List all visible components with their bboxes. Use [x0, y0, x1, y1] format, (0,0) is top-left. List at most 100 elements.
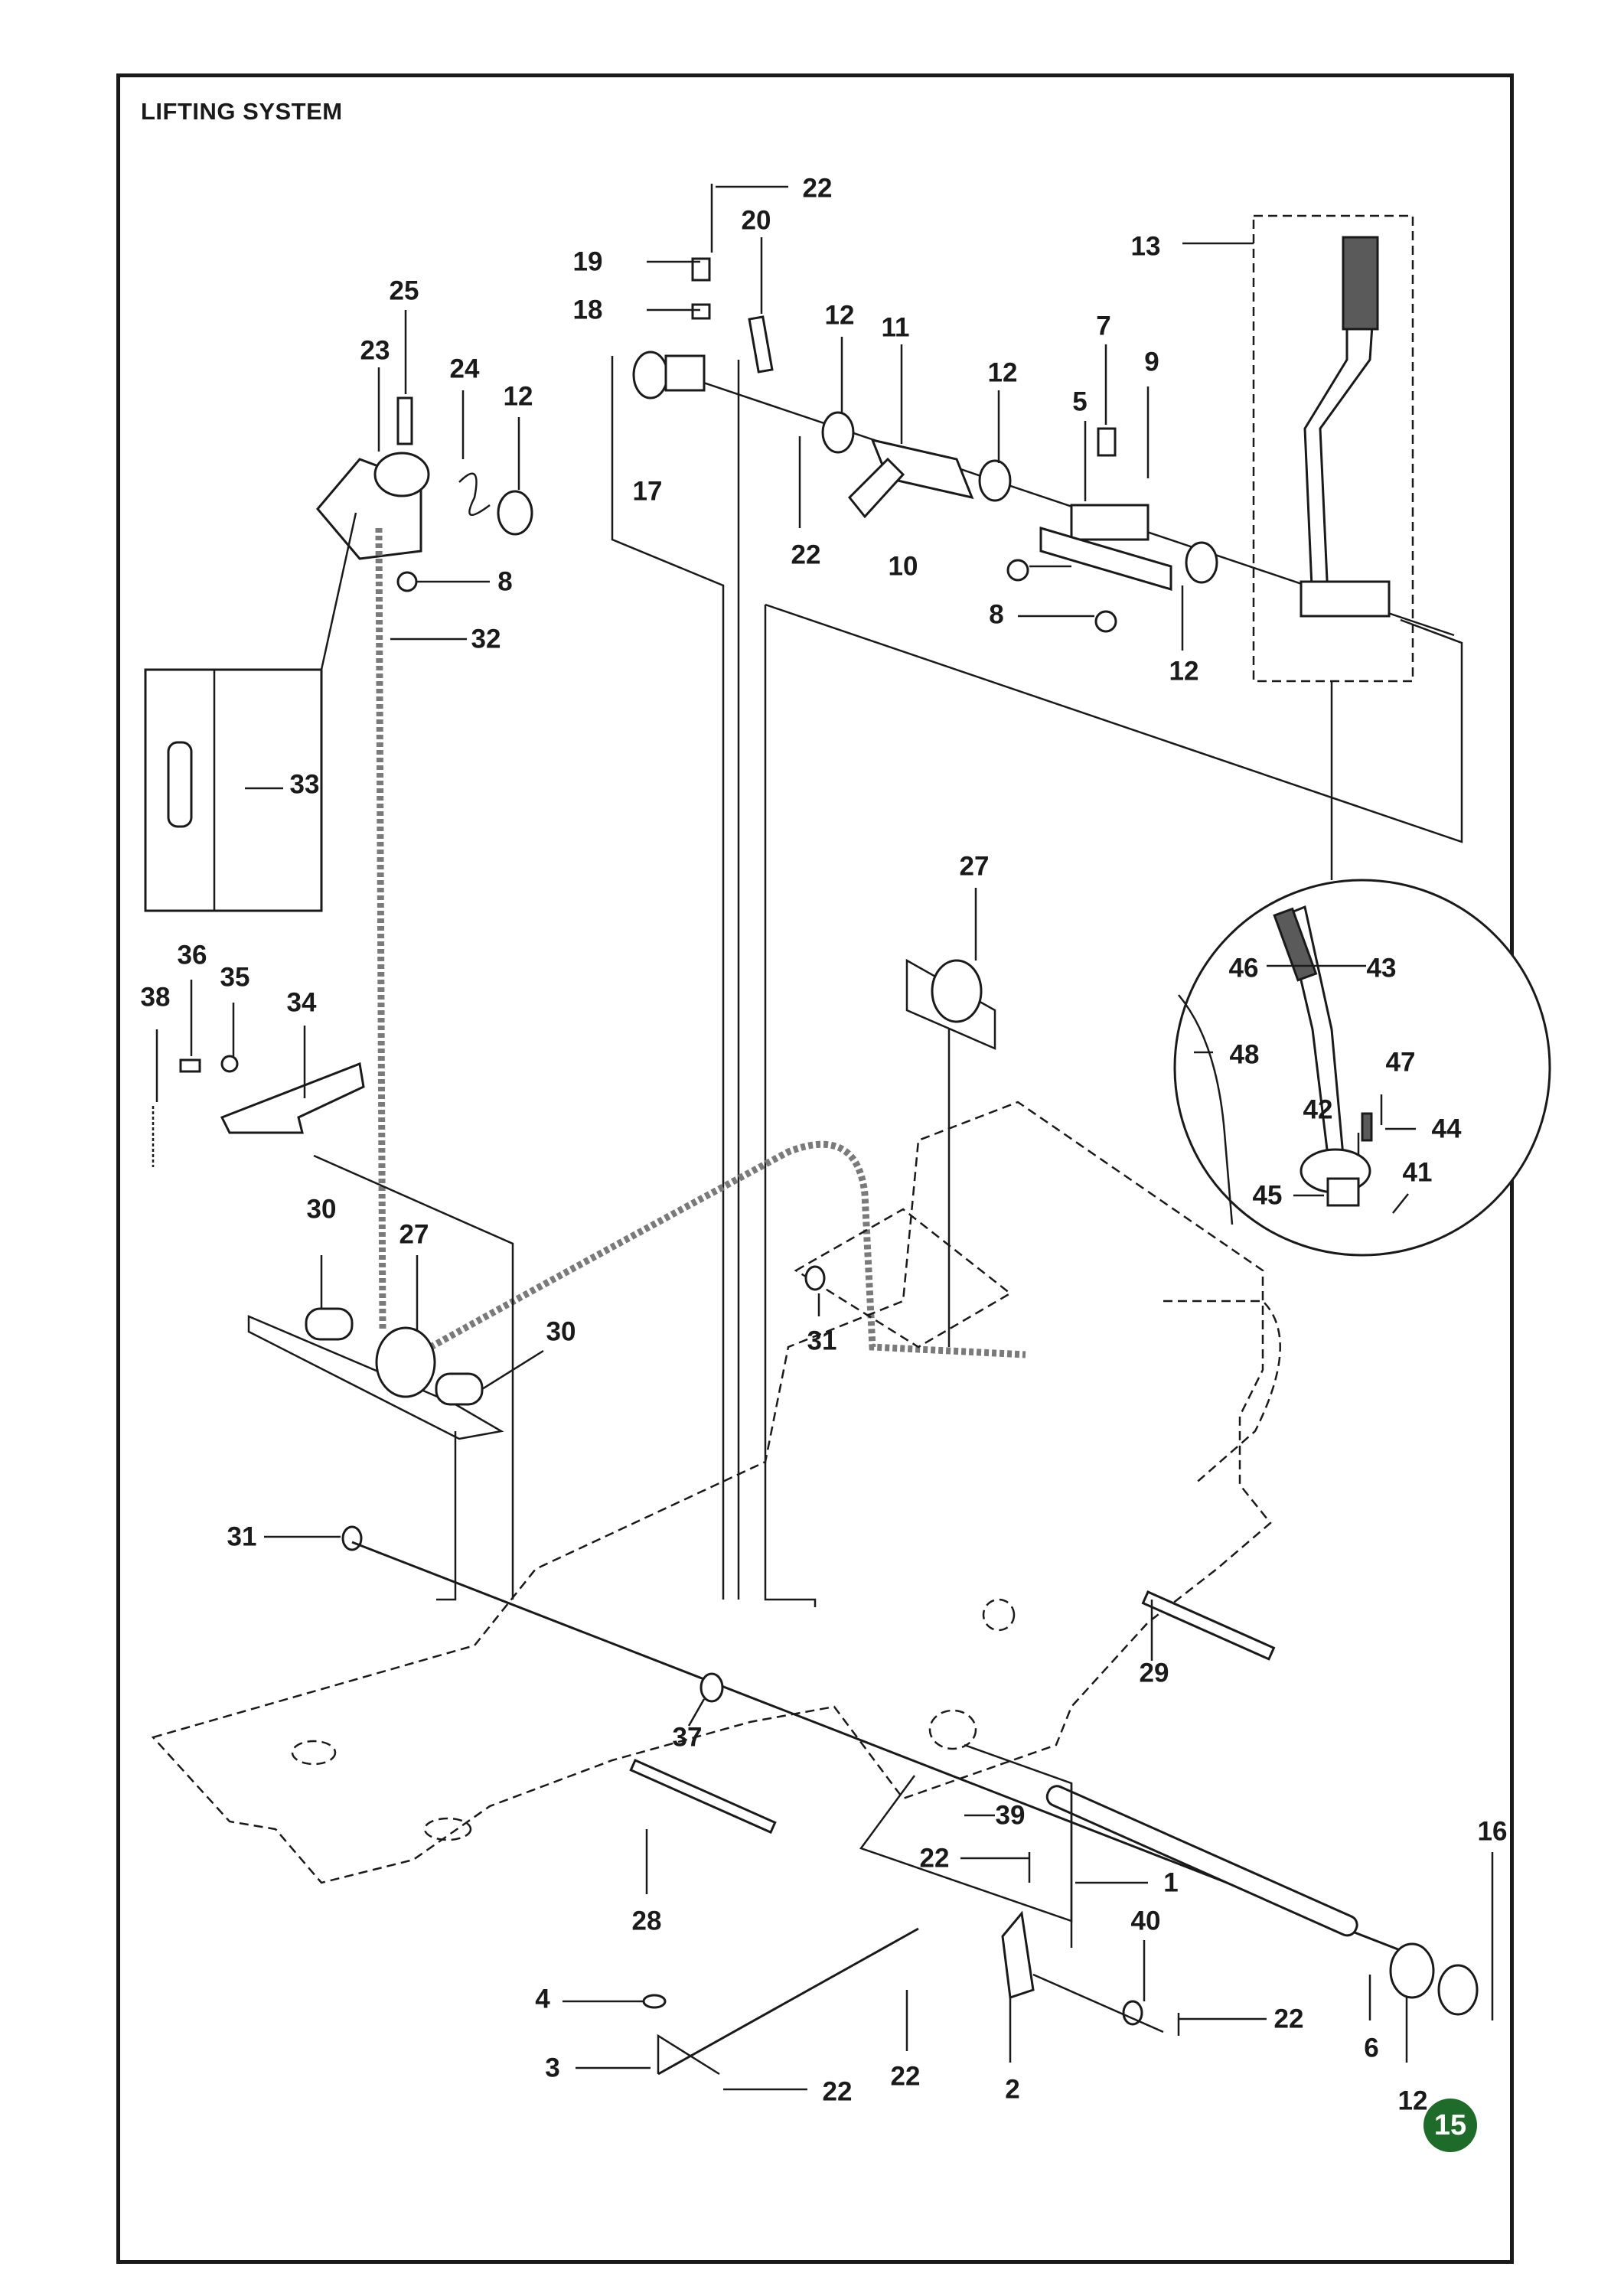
link-line [1032, 1973, 1164, 2033]
part-15-washer [1437, 1964, 1479, 2016]
callout-3: 3 [545, 2053, 560, 2083]
callout-33: 33 [289, 769, 320, 800]
frame-plate [794, 1208, 1013, 1349]
part-12-d [497, 490, 533, 536]
callout-17: 17 [632, 476, 663, 507]
part-24-spring [458, 472, 491, 517]
callout-25: 25 [389, 276, 419, 306]
callout-41: 41 [1402, 1157, 1433, 1188]
upper-group-outline-right [764, 605, 817, 1607]
callout-13: 13 [1130, 231, 1161, 262]
callout-22: 22 [791, 540, 821, 570]
part-37 [699, 1672, 724, 1703]
callout-22: 22 [919, 1843, 950, 1874]
frame-rail [1163, 1300, 1281, 1486]
part-4-washer [642, 1994, 667, 2009]
part-7 [1097, 427, 1117, 457]
callout-29: 29 [1139, 1658, 1169, 1688]
leader-30-b [481, 1349, 544, 1391]
part-18 [691, 303, 711, 320]
callout-18: 18 [572, 295, 603, 325]
part-11-arm [847, 457, 905, 519]
part-5 [1070, 504, 1150, 541]
part-3-hook [657, 2033, 720, 2076]
bracket-leader [313, 1154, 514, 1600]
page-number-badge: 15 [1423, 2099, 1477, 2152]
part-19 [691, 257, 711, 282]
callout-44: 44 [1431, 1114, 1462, 1144]
part-27-a [375, 1326, 436, 1398]
callout-36: 36 [177, 940, 207, 970]
callout-23: 23 [360, 335, 390, 366]
chassis-frame [151, 1101, 1272, 1884]
part-10 [1006, 559, 1029, 582]
callout-27: 27 [399, 1219, 429, 1250]
part-20 [748, 315, 774, 373]
part-23-hub [373, 452, 430, 497]
callout-22: 22 [822, 2076, 853, 2107]
part-17 [632, 351, 669, 400]
part-13-grip [1342, 236, 1379, 331]
chain-link-detail [167, 741, 193, 828]
callout-31: 31 [227, 1521, 257, 1552]
callout-47: 47 [1385, 1047, 1416, 1078]
callout-12: 12 [1397, 2086, 1428, 2116]
part-36 [179, 1058, 201, 1073]
callout-34: 34 [286, 987, 317, 1018]
part-bracket [664, 354, 706, 392]
leader-41 [1392, 1193, 1409, 1214]
part-12-e [1389, 1942, 1435, 1999]
callout-12: 12 [503, 381, 533, 412]
part-30-b [435, 1372, 484, 1406]
part-46-grip [1273, 907, 1318, 982]
part-8-b [396, 571, 418, 592]
callout-8: 8 [989, 599, 1004, 630]
callout-24: 24 [449, 354, 480, 384]
part-12-c [1185, 541, 1218, 584]
part-40 [1122, 2000, 1143, 2026]
callout-30: 30 [306, 1194, 337, 1225]
callout-38: 38 [140, 982, 171, 1013]
frame-hole-3 [928, 1709, 977, 1750]
callout-20: 20 [741, 205, 771, 236]
part-31-a [804, 1265, 826, 1291]
part-6 [1045, 1785, 1358, 1937]
part-47 [1361, 1112, 1373, 1142]
frame-hole [291, 1740, 337, 1766]
part-31-b [341, 1525, 363, 1551]
callout-4: 4 [535, 1984, 550, 2014]
callout-30: 30 [546, 1316, 576, 1347]
callout-31: 31 [807, 1326, 837, 1356]
part-3-link [657, 1927, 919, 2076]
part-34-bracket [220, 1062, 365, 1134]
callout-40: 40 [1130, 1906, 1161, 1936]
diagram-title: LIFTING SYSTEM [141, 98, 343, 125]
callout-5: 5 [1072, 386, 1088, 417]
detail-circle [1173, 879, 1551, 1257]
frame-hole-4 [982, 1598, 1016, 1632]
callout-10: 10 [888, 551, 918, 582]
callout-45: 45 [1252, 1180, 1283, 1211]
part-5-plate [1039, 526, 1172, 592]
part-45 [1326, 1177, 1360, 1207]
callout-35: 35 [220, 962, 250, 993]
part-32-chain [375, 527, 386, 1332]
callout-16: 16 [1477, 1816, 1508, 1847]
lever-group-box [1252, 214, 1414, 683]
callout-43: 43 [1366, 953, 1397, 983]
callout-27: 27 [959, 851, 990, 882]
cam-leader [145, 512, 357, 671]
callout-6: 6 [1364, 2033, 1379, 2063]
leader-37 [687, 1698, 706, 1727]
frame-hole-2 [423, 1817, 472, 1841]
callout-19: 19 [572, 246, 603, 277]
callout-11: 11 [881, 312, 910, 343]
upper-group-outline [611, 356, 725, 1600]
callout-28: 28 [631, 1906, 662, 1936]
part-48-cable [1178, 994, 1234, 1225]
callout-42: 42 [1303, 1094, 1333, 1125]
part-12-b [978, 459, 1012, 502]
part-39-rod [859, 1743, 1073, 1923]
part-29 [1141, 1590, 1276, 1661]
